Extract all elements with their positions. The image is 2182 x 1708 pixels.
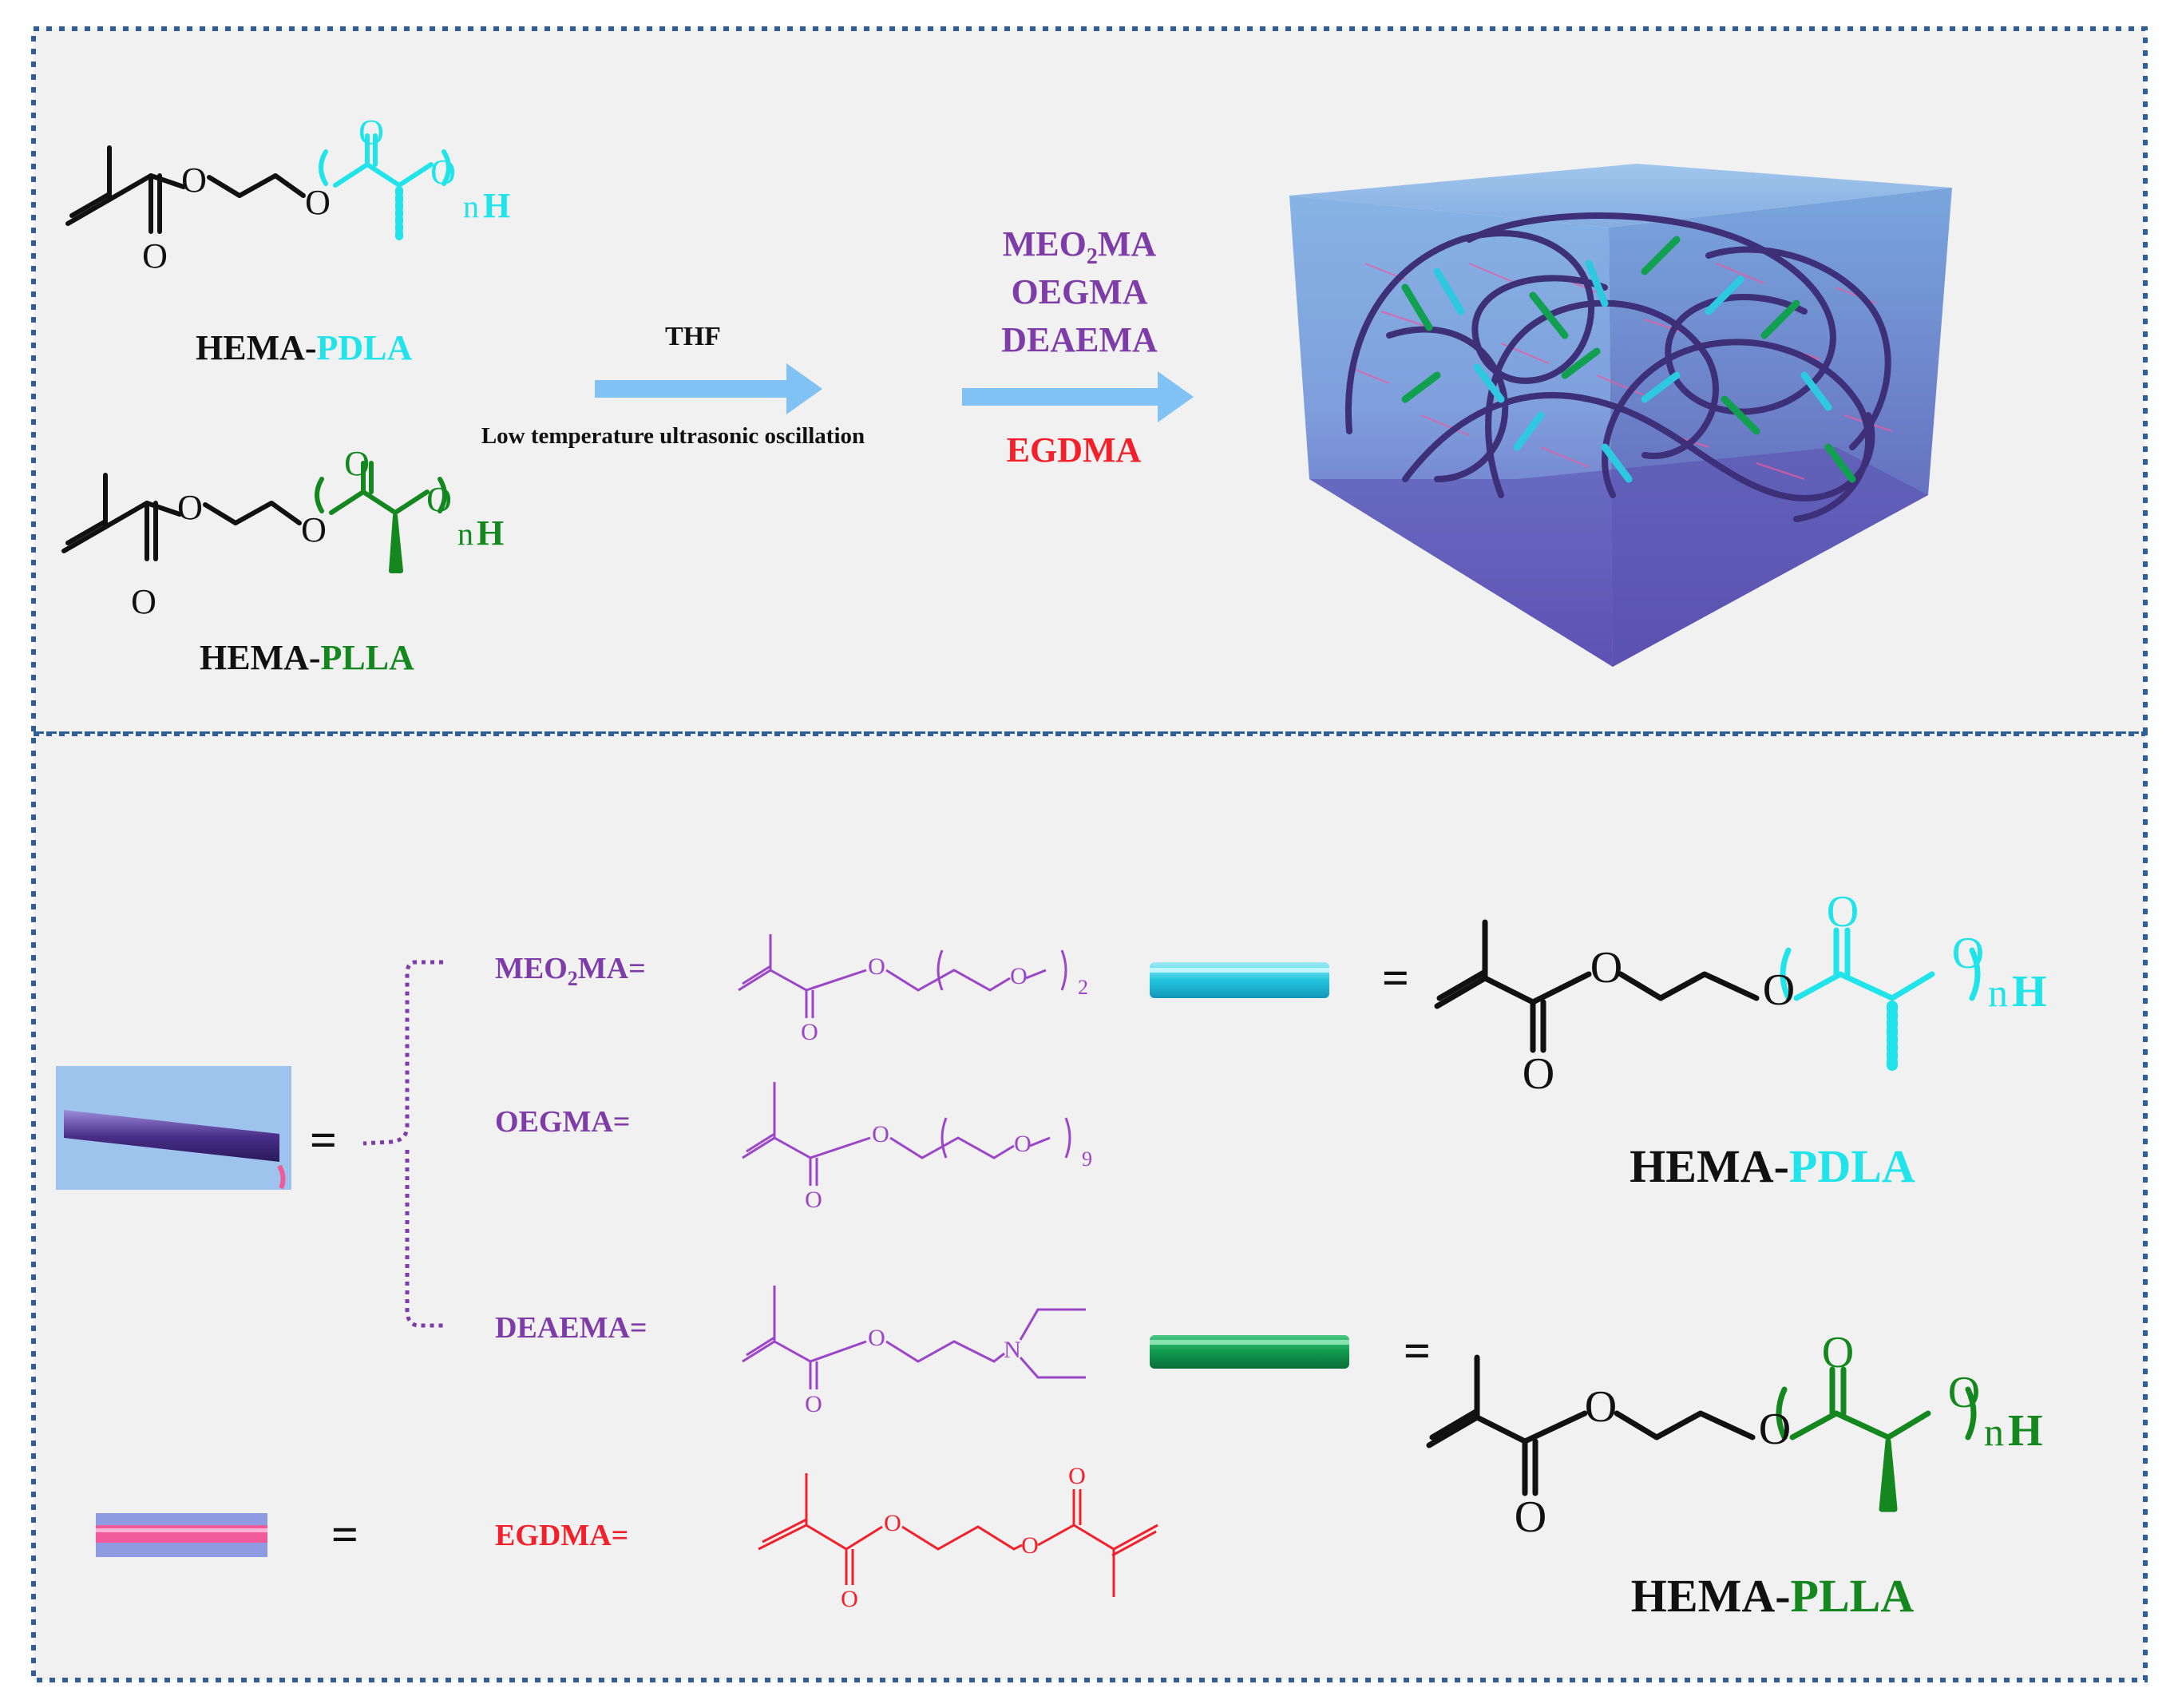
- egdma-o4: O: [1068, 1463, 1086, 1489]
- pdla-b-o1: O: [1590, 943, 1622, 993]
- legend-chain-swatch: [56, 1066, 291, 1190]
- o-atom-3: O: [305, 183, 331, 222]
- pdla-b-h: H: [2012, 967, 2047, 1016]
- pdla-b-o3: O: [1763, 965, 1795, 1015]
- egdma-structure: [758, 1473, 1158, 1597]
- crosslinker-egdma: EGDMA: [1007, 430, 1142, 470]
- arrow-step2: [962, 371, 1194, 422]
- deaema-o1: O: [868, 1325, 885, 1351]
- meo2ma-structure: [738, 934, 1067, 1018]
- egdma-o2: O: [841, 1586, 858, 1612]
- o-atom-6: O: [177, 488, 203, 527]
- o-atom-10: O: [426, 480, 452, 519]
- plla-b-n: n: [1984, 1409, 2004, 1454]
- meo2ma-o3: O: [1010, 963, 1028, 989]
- plla-b-h: H: [2008, 1406, 2043, 1456]
- plla-b-o1: O: [1585, 1382, 1617, 1432]
- egdma-o3: O: [1021, 1532, 1039, 1559]
- deaema-label: DEAEMA=: [495, 1311, 647, 1345]
- meo2ma-o1: O: [868, 953, 885, 980]
- oegma-o1: O: [872, 1121, 889, 1147]
- plla-b-o5: O: [1948, 1368, 1980, 1417]
- o-atom-5: O: [430, 153, 456, 192]
- hema-pdla-structure-top: [65, 133, 451, 244]
- hema-plla-structure-bottom: [1426, 1354, 1977, 1512]
- plla-b-o2: O: [1515, 1492, 1546, 1542]
- oegma-label: OEGMA=: [495, 1105, 630, 1139]
- hydrogel-block: [1289, 164, 1952, 667]
- hema-plla-label-top: HEMA-PLLA: [200, 638, 414, 677]
- hema-plla-label-bottom: HEMA-PLLA: [1631, 1570, 1915, 1622]
- reagent-deaema: DEAEMA: [1001, 320, 1158, 359]
- reagent-oegma: OEGMA: [1011, 272, 1147, 311]
- legend-pink-rod: [96, 1513, 267, 1557]
- o-atom-2: O: [142, 236, 168, 275]
- hema-plla-structure-top: [61, 461, 447, 573]
- brace: [362, 960, 443, 1328]
- egdma-o1: O: [884, 1510, 901, 1536]
- o-atom-8: O: [301, 510, 327, 549]
- oegma-o2: O: [805, 1187, 822, 1213]
- o-atom-4: O: [358, 113, 384, 152]
- meo2ma-repeat: 2: [1078, 976, 1088, 999]
- h-atom-2: H: [477, 513, 504, 553]
- hema-pdla-label-top: HEMA-PDLA: [196, 328, 413, 367]
- oegma-structure: [742, 1082, 1071, 1186]
- deaema-o2: O: [805, 1391, 822, 1417]
- equals-cyan: =: [1382, 952, 1409, 1005]
- o-atom-9: O: [344, 444, 370, 483]
- n-subscript: n: [463, 188, 479, 224]
- hema-pdla-label-bottom: HEMA-PDLA: [1630, 1140, 1915, 1192]
- hema-pdla-structure-bottom: [1434, 919, 1981, 1072]
- legend-green-rod: [1150, 1335, 1349, 1369]
- bottom-panel: [31, 731, 2148, 1682]
- plla-b-o3: O: [1759, 1405, 1791, 1454]
- oegma-o3: O: [1014, 1131, 1032, 1157]
- pdla-b-o4: O: [1827, 887, 1859, 937]
- equals-pink: =: [331, 1508, 358, 1561]
- deaema-structure: [742, 1286, 1086, 1389]
- meo2ma-label: MEO2MA=: [495, 952, 646, 990]
- n-subscript-2: n: [457, 516, 473, 552]
- pdla-b-n: n: [1988, 970, 2008, 1015]
- plla-pdla-rods-in-gel: [1401, 236, 1856, 483]
- plla-b-o4: O: [1822, 1328, 1854, 1377]
- equals-chain: =: [310, 1114, 337, 1167]
- oegma-repeat: 9: [1082, 1147, 1092, 1171]
- arrow-step1: [595, 363, 822, 414]
- equals-green: =: [1404, 1325, 1431, 1377]
- reagent-meo2ma: MEO2MA: [1003, 224, 1157, 269]
- pdla-b-o5: O: [1952, 929, 1984, 978]
- pdla-b-o2: O: [1523, 1049, 1554, 1099]
- legend-cyan-rod: [1150, 962, 1329, 998]
- h-atom: H: [483, 186, 510, 225]
- o-atom-1: O: [181, 160, 207, 200]
- condition-label: Low temperature ultrasonic oscillation: [481, 423, 865, 449]
- deaema-nitrogen: N: [1004, 1337, 1021, 1363]
- o-atom-7: O: [131, 582, 156, 621]
- meo2ma-o2: O: [801, 1019, 818, 1045]
- thf-label: THF: [665, 322, 721, 351]
- egdma-label: EGDMA=: [495, 1519, 628, 1552]
